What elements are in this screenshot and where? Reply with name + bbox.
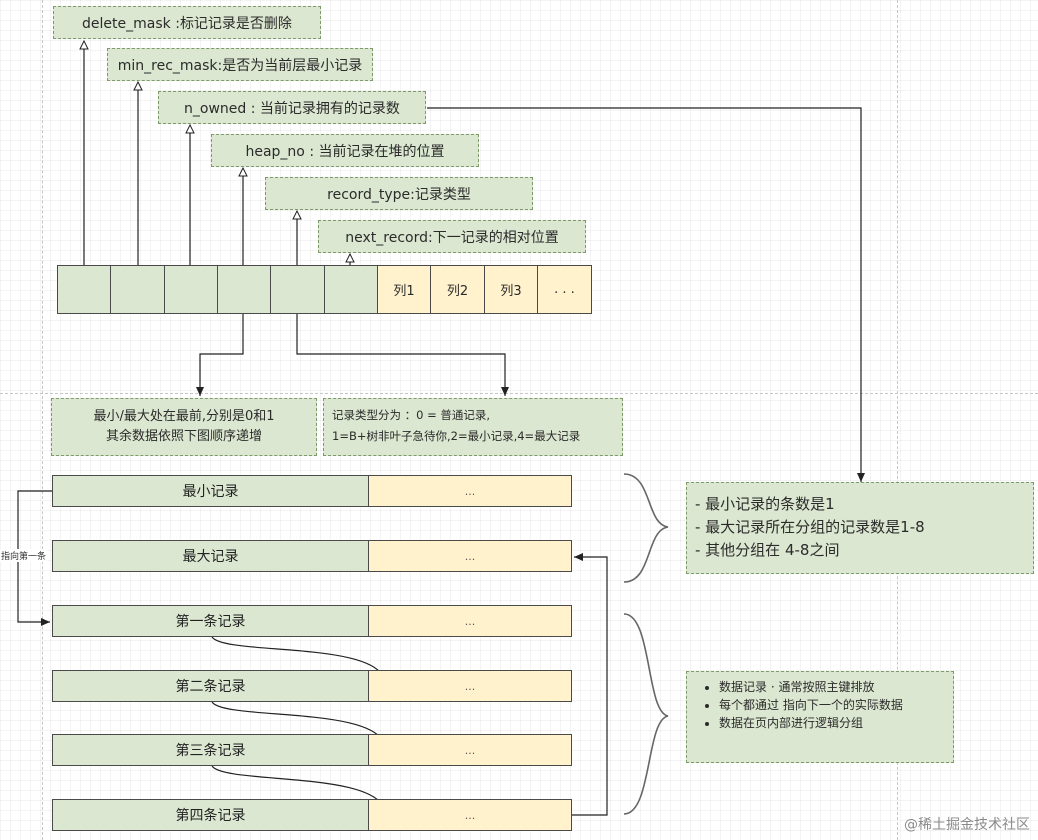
watermark: @稀土掘金技术社区 xyxy=(904,817,1030,833)
record-type-cell xyxy=(270,265,325,314)
record-type-note: 记录类型分为 ：0 = 普通记录, 1=B+树非叶子急待你,2=最小记录,4=最… xyxy=(323,398,623,456)
delete-mask-label: delete_mask :标记记录是否删除 xyxy=(53,6,321,39)
heap-order-note: 最小/最大处在最前,分别是0和1 其余数据依照下图顺序递增 xyxy=(51,398,317,456)
record-max-rest: ... xyxy=(368,540,572,572)
n-owned-label: n_owned : 当前记录拥有的记录数 xyxy=(158,91,426,124)
record-4-label: 第四条记录 xyxy=(52,799,369,831)
next-record-cell xyxy=(324,265,378,314)
guide-line xyxy=(42,0,43,840)
heap-note-arrow xyxy=(196,314,244,396)
heap-no-label: heap_no : 当前记录在堆的位置 xyxy=(211,134,479,167)
owned-count-note: - 最小记录的条数是1 - 最大记录所在分组的记录数是1-8 - 其他分组在 4… xyxy=(686,482,1034,574)
min-rec-mask-label: min_rec_mask:是否为当前层最小记录 xyxy=(107,48,373,81)
brace-top xyxy=(623,473,669,583)
heap-note-line-2: 其余数据依照下图顺序递增 xyxy=(105,429,262,444)
type-note-arrow xyxy=(296,314,509,396)
delete-mask-cell xyxy=(57,265,111,314)
record-type-label: record_type:记录类型 xyxy=(265,177,533,210)
record-min-rest: ... xyxy=(368,475,572,507)
heap-no-cell xyxy=(217,265,271,314)
column-cell-3: 列3 xyxy=(484,265,538,314)
brace-bottom xyxy=(623,613,669,815)
record-2-label: 第二条记录 xyxy=(52,670,369,702)
type-note-line-1: 记录类型分为 ：0 = 普通记录, xyxy=(332,408,491,422)
type-note-line-2: 1=B+树非叶子急待你,2=最小记录,4=最大记录 xyxy=(332,429,581,443)
min-rec-mask-cell xyxy=(110,265,165,314)
data-note-item-3: 数据在页内部进行逻辑分组 xyxy=(719,714,949,732)
guide-line xyxy=(0,393,1038,394)
guide-line xyxy=(897,0,898,840)
owned-note-line-3: - 其他分组在 4-8之间 xyxy=(695,541,840,559)
pointer-label: 指向第一条 xyxy=(0,549,48,562)
max-pointer-arrow xyxy=(572,553,608,816)
column-cell-2: 列2 xyxy=(430,265,485,314)
next-record-label: next_record:下一记录的相对位置 xyxy=(318,220,586,253)
record-1-rest: ... xyxy=(368,605,572,637)
column-cell-1: 列1 xyxy=(377,265,431,314)
column-cell-more: . . . xyxy=(537,265,592,314)
owned-note-arrow xyxy=(427,107,865,482)
n-owned-cell xyxy=(164,265,218,314)
record-3-rest: ... xyxy=(368,734,572,766)
record-max-label: 最大记录 xyxy=(52,540,369,572)
record-4-rest: ... xyxy=(368,799,572,831)
data-note-item-1: 数据记录 · 通常按照主键排放 xyxy=(719,678,949,696)
data-record-note: 数据记录 · 通常按照主键排放 每个都通过 指向下一个的实际数据 数据在页内部进… xyxy=(686,671,954,763)
record-3-label: 第三条记录 xyxy=(52,734,369,766)
record-min-label: 最小记录 xyxy=(52,475,369,507)
heap-note-line-1: 最小/最大处在最前,分别是0和1 xyxy=(93,409,275,424)
owned-note-line-1: - 最小记录的条数是1 xyxy=(695,495,835,513)
record-1-label: 第一条记录 xyxy=(52,605,369,637)
data-note-item-2: 每个都通过 指向下一个的实际数据 xyxy=(719,696,949,714)
record-2-rest: ... xyxy=(368,670,572,702)
owned-note-line-2: - 最大记录所在分组的记录数是1-8 xyxy=(695,518,925,536)
